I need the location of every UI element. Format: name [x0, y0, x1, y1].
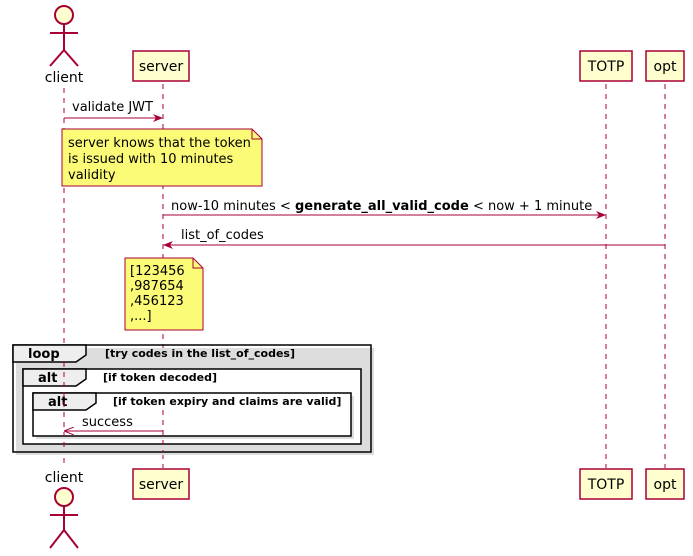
participant-client-top: client	[45, 5, 84, 86]
participant-server-top: server	[132, 50, 190, 82]
fragment-keyword: alt	[48, 395, 67, 410]
fragment-keyword: alt	[38, 371, 57, 386]
note-line: ,987654	[130, 279, 184, 294]
note-line: is issued with 10 minutes	[68, 152, 234, 167]
participant-label: server	[139, 59, 184, 75]
message-list-of-codes: list_of_codes	[163, 228, 665, 249]
message-label: success	[82, 415, 133, 430]
participant-label: TOTP	[587, 477, 625, 493]
message-label: list_of_codes	[181, 228, 264, 243]
note-line: validity	[68, 168, 116, 183]
fragment-condition: [if token decoded]	[103, 371, 217, 384]
participant-label: client	[45, 70, 84, 86]
participant-server-bottom: server	[132, 468, 190, 500]
note-line: ,456123	[130, 294, 184, 309]
note-code-list: [123456 ,987654 ,456123 ,...]	[124, 257, 204, 331]
fragment-condition: [try codes in the list_of_codes]	[105, 347, 295, 360]
message-bold: generate_all_valid_code	[295, 199, 469, 214]
fragment-alt-inner: alt [if token expiry and claims are vali…	[32, 392, 354, 439]
participant-opt-top: opt	[645, 50, 685, 82]
note-token-validity: server knows that the token is issued wi…	[61, 128, 263, 187]
message-success: success	[65, 415, 163, 431]
participant-label: TOTP	[587, 59, 625, 75]
fragment-condition: [if token expiry and claims are valid]	[113, 395, 341, 408]
participant-totp-bottom: TOTP	[579, 468, 633, 500]
participant-label: opt	[654, 477, 677, 493]
note-line: [123456	[130, 264, 185, 279]
participant-label: opt	[654, 59, 677, 75]
participant-label: server	[139, 477, 184, 493]
fragment-keyword: loop	[28, 347, 60, 362]
message-suffix: < now + 1 minute	[469, 199, 592, 214]
message-prefix: now-10 minutes <	[171, 199, 295, 214]
participant-client-bottom: client	[45, 470, 84, 549]
message-generate-codes: now-10 minutes < generate_all_valid_code…	[163, 199, 606, 219]
actor-icon	[49, 5, 79, 67]
participant-totp-top: TOTP	[579, 50, 633, 82]
actor-icon	[49, 487, 79, 549]
message-label: now-10 minutes < generate_all_valid_code…	[171, 199, 592, 214]
message-label: validate JWT	[72, 100, 153, 115]
note-line: server knows that the token	[68, 136, 251, 151]
note-line: ,...]	[130, 309, 152, 324]
participant-label: client	[45, 470, 84, 486]
message-validate-jwt: validate JWT	[64, 100, 163, 122]
participant-opt-bottom: opt	[645, 468, 685, 500]
